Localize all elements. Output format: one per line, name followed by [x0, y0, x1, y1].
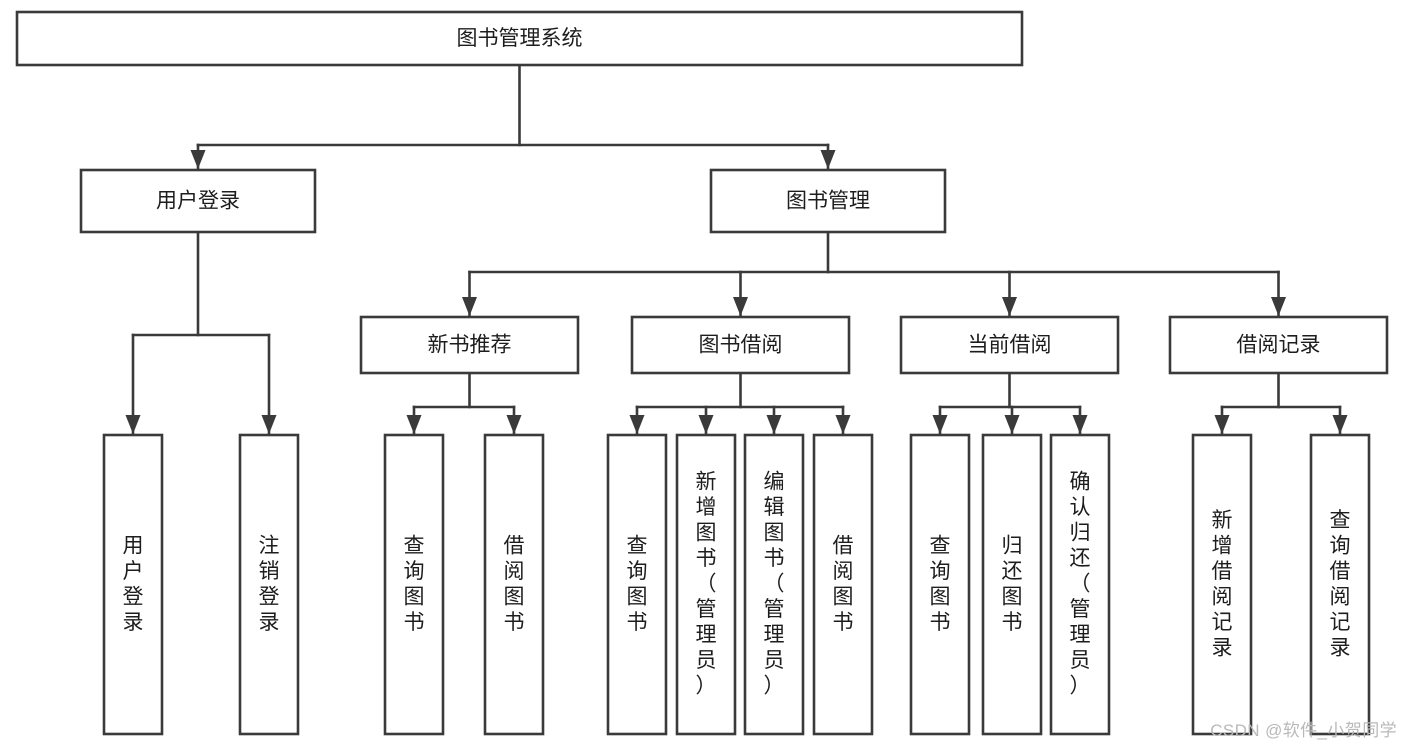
node-label: 当前借阅	[968, 334, 1052, 357]
node-box	[483, 433, 545, 736]
node-box	[606, 433, 668, 736]
node-box	[909, 433, 971, 736]
node-box	[1191, 433, 1253, 736]
node-leaf-8[interactable]: 查询图书	[909, 433, 971, 736]
node-label: 图书借阅	[699, 334, 783, 357]
arrow-head-icon	[1271, 297, 1286, 316]
node-leaf-12[interactable]: 查询借阅记录	[1309, 433, 1371, 736]
connector-group	[406, 371, 522, 436]
arrow-head-icon	[406, 415, 422, 434]
node-level2-0[interactable]: 用户登录	[79, 168, 317, 234]
node-box	[383, 433, 445, 736]
node-layer: 图书管理系统用户登录图书管理新书推荐图书借阅当前借阅借阅记录用户登录注销登录查询…	[15, 10, 1389, 736]
node-leaf-6[interactable]: 编辑图书（管理员）	[743, 433, 805, 736]
node-label: 图书管理	[786, 190, 870, 213]
node-level3-1[interactable]: 图书借阅	[630, 315, 851, 375]
connector-group	[190, 63, 836, 171]
node-label: 查询借阅记录	[1330, 509, 1351, 660]
node-leaf-5[interactable]: 新增图书（管理员）	[675, 433, 737, 736]
arrow-head-icon	[261, 415, 277, 434]
node-level3-2[interactable]: 当前借阅	[899, 315, 1120, 375]
node-label: 编辑图书（管理员）	[764, 471, 785, 698]
arrow-head-icon	[698, 415, 714, 434]
node-box	[899, 315, 1120, 375]
node-leaf-0[interactable]: 用户登录	[102, 433, 164, 736]
arrow-head-icon	[190, 150, 206, 169]
node-box	[15, 10, 1024, 67]
arrow-head-icon	[932, 415, 948, 434]
arrow-head-icon	[1002, 297, 1017, 316]
node-leaf-7[interactable]: 借阅图书	[812, 433, 874, 736]
node-box	[1168, 315, 1389, 375]
connector-group	[462, 230, 1286, 318]
arrow-head-icon	[462, 297, 477, 316]
node-box	[79, 168, 317, 234]
node-root-0[interactable]: 图书管理系统	[15, 10, 1024, 67]
node-level3-0[interactable]: 新书推荐	[359, 315, 580, 375]
node-label: 新书推荐	[428, 334, 512, 357]
arrow-head-icon	[820, 150, 836, 169]
node-leaf-4[interactable]: 查询图书	[606, 433, 668, 736]
arrow-head-icon	[766, 415, 782, 434]
node-box	[709, 168, 947, 234]
arrow-head-icon	[1004, 415, 1020, 434]
node-leaf-11[interactable]: 新增借阅记录	[1191, 433, 1253, 736]
node-box	[743, 433, 805, 736]
arrow-head-icon	[125, 415, 141, 434]
node-label: 借阅记录	[1237, 334, 1321, 357]
node-box	[630, 315, 851, 375]
connector-layer	[125, 63, 1348, 436]
node-box	[1049, 433, 1111, 736]
connector-group	[629, 371, 851, 436]
node-box	[359, 315, 580, 375]
node-leaf-1[interactable]: 注销登录	[238, 433, 300, 736]
connector-group	[932, 371, 1088, 436]
node-label: 注销登录	[259, 534, 280, 634]
node-box	[238, 433, 300, 736]
node-box	[812, 433, 874, 736]
node-label: 查询图书	[404, 534, 425, 634]
node-box	[102, 433, 164, 736]
arrow-head-icon	[1072, 415, 1088, 434]
arrow-head-icon	[506, 415, 522, 434]
node-label: 确认归还（管理员）	[1070, 471, 1091, 698]
arrow-head-icon	[835, 415, 851, 434]
node-leaf-10[interactable]: 确认归还（管理员）	[1049, 433, 1111, 736]
node-label: 查询图书	[627, 534, 648, 634]
node-label: 查询图书	[930, 534, 951, 634]
node-label: 用户登录	[123, 534, 144, 634]
node-label: 借阅图书	[833, 534, 854, 634]
node-leaf-2[interactable]: 查询图书	[383, 433, 445, 736]
node-leaf-3[interactable]: 借阅图书	[483, 433, 545, 736]
connector-group	[1214, 371, 1348, 436]
node-label: 新增图书（管理员）	[696, 471, 717, 698]
node-label: 归还图书	[1002, 534, 1023, 634]
node-label: 图书管理系统	[457, 27, 583, 50]
node-label: 用户登录	[156, 190, 240, 213]
node-box	[675, 433, 737, 736]
connector-group	[125, 230, 277, 436]
arrow-head-icon	[1332, 415, 1348, 434]
node-leaf-9[interactable]: 归还图书	[981, 433, 1043, 736]
watermark-label: CSDN @软件_小贺同学	[1210, 721, 1397, 740]
node-level3-3[interactable]: 借阅记录	[1168, 315, 1389, 375]
arrow-head-icon	[733, 297, 748, 316]
node-label: 新增借阅记录	[1212, 509, 1233, 660]
node-level2-1[interactable]: 图书管理	[709, 168, 947, 234]
arrow-head-icon	[629, 415, 645, 434]
node-label: 借阅图书	[504, 534, 525, 634]
node-box	[981, 433, 1043, 736]
arrow-head-icon	[1214, 415, 1230, 434]
node-box	[1309, 433, 1371, 736]
